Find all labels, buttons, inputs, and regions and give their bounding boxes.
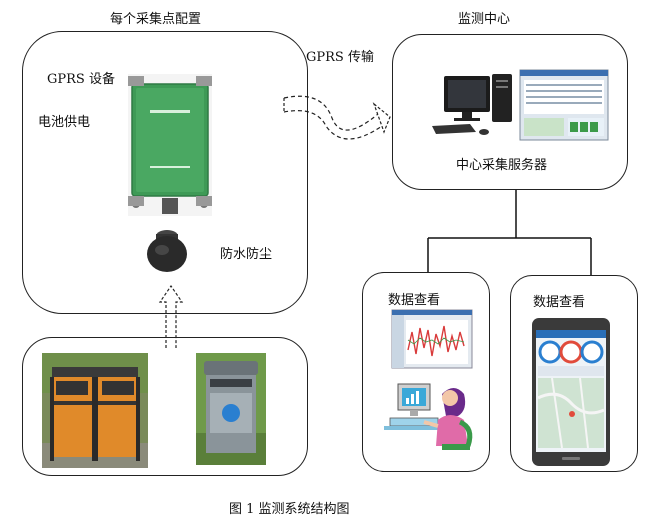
- battery-label: 电池供电: [38, 115, 91, 130]
- trash-bin-photo-2: [196, 353, 266, 465]
- upload-arrow: [158, 284, 184, 348]
- server-software-screenshot: [519, 69, 609, 141]
- monitor-center-title: 监测中心: [458, 12, 511, 27]
- mobile-phone-image: [532, 318, 610, 466]
- gprs-transmission-arrow: [283, 95, 391, 140]
- pc-view-box: [362, 272, 490, 472]
- person-at-computer-image: [384, 383, 473, 450]
- gprs-device-label: GPRS 设备: [47, 72, 115, 87]
- bins-box: [22, 337, 308, 476]
- pc-view-label: 数据查看: [388, 293, 441, 308]
- monitor-center-box: [392, 34, 628, 190]
- waterproof-label: 防水防尘: [220, 247, 273, 262]
- figure-caption: 图 1 监测系统结构图: [229, 502, 350, 517]
- server-label: 中心采集服务器: [456, 158, 548, 173]
- server-computer-image: [432, 74, 512, 135]
- gprs-device-image: [128, 74, 212, 216]
- gprs-link-label: GPRS 传输: [306, 50, 374, 65]
- collect-point-box: [22, 31, 308, 314]
- collect-point-title: 每个采集点配置: [110, 12, 202, 27]
- mobile-view-box: [510, 275, 638, 472]
- pc-chart-screenshot: [391, 309, 473, 369]
- mobile-view-label: 数据查看: [533, 295, 586, 310]
- trash-bins-photo-1: [42, 353, 148, 468]
- sensor-image: [147, 230, 187, 272]
